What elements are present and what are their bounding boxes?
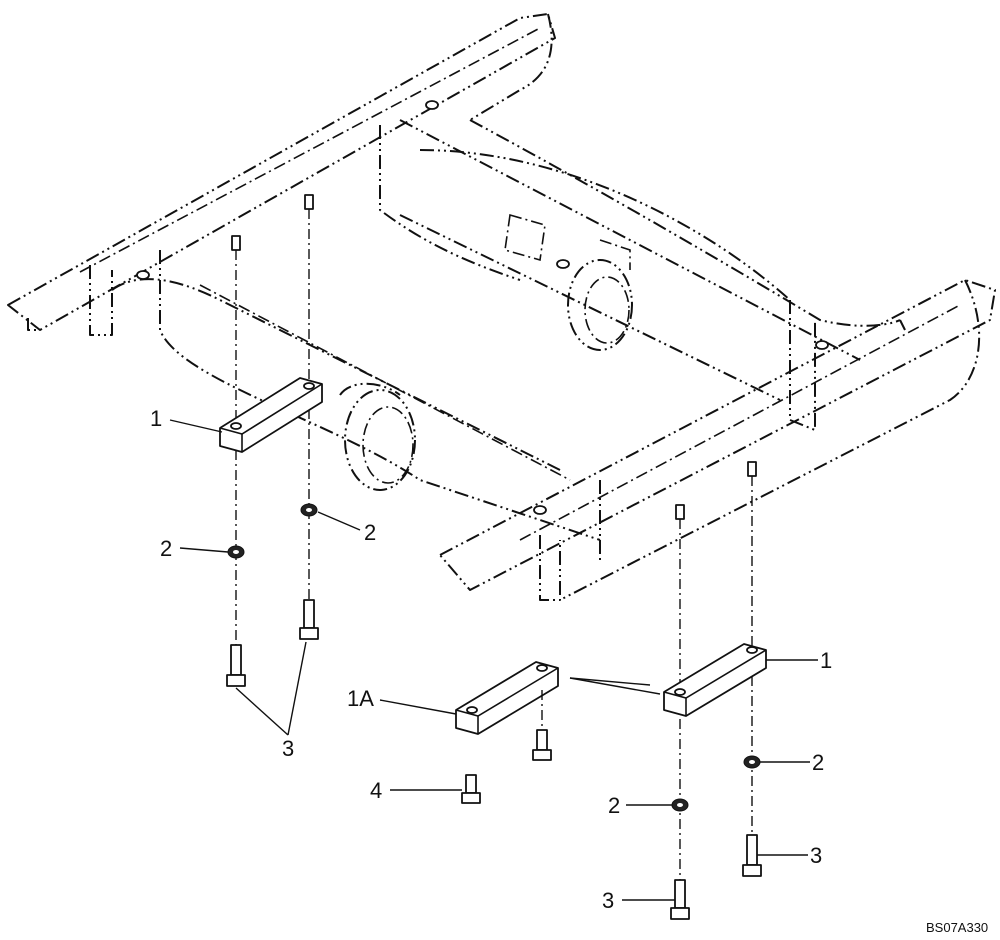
callout-1-left: 1 — [150, 406, 162, 431]
spacer-block-1a — [455, 661, 559, 735]
callout-2-left: 2 — [160, 536, 172, 561]
axle-housings — [339, 213, 633, 491]
washers — [227, 503, 761, 812]
callout-3-right-top: 3 — [810, 843, 822, 868]
callout-3-left: 3 — [282, 736, 294, 761]
assembly-axes — [235, 209, 753, 880]
callout-2-left-top: 2 — [364, 520, 376, 545]
figure-reference: BS07A330 — [926, 920, 988, 935]
spacer-block-left — [219, 377, 323, 453]
callout-3-right: 3 — [602, 888, 614, 913]
callout-1a: 1A — [347, 686, 374, 711]
callout-2-right-top: 2 — [812, 750, 824, 775]
callout-2-right: 2 — [608, 793, 620, 818]
callout-4: 4 — [370, 778, 382, 803]
bolts — [226, 599, 762, 920]
spacer-block-right — [663, 643, 767, 717]
leader-lines — [169, 419, 818, 901]
callouts: 1 2 2 3 1 1A 4 2 2 3 3 — [150, 406, 832, 913]
phantom-frame — [7, 13, 996, 601]
callout-1-right: 1 — [820, 648, 832, 673]
